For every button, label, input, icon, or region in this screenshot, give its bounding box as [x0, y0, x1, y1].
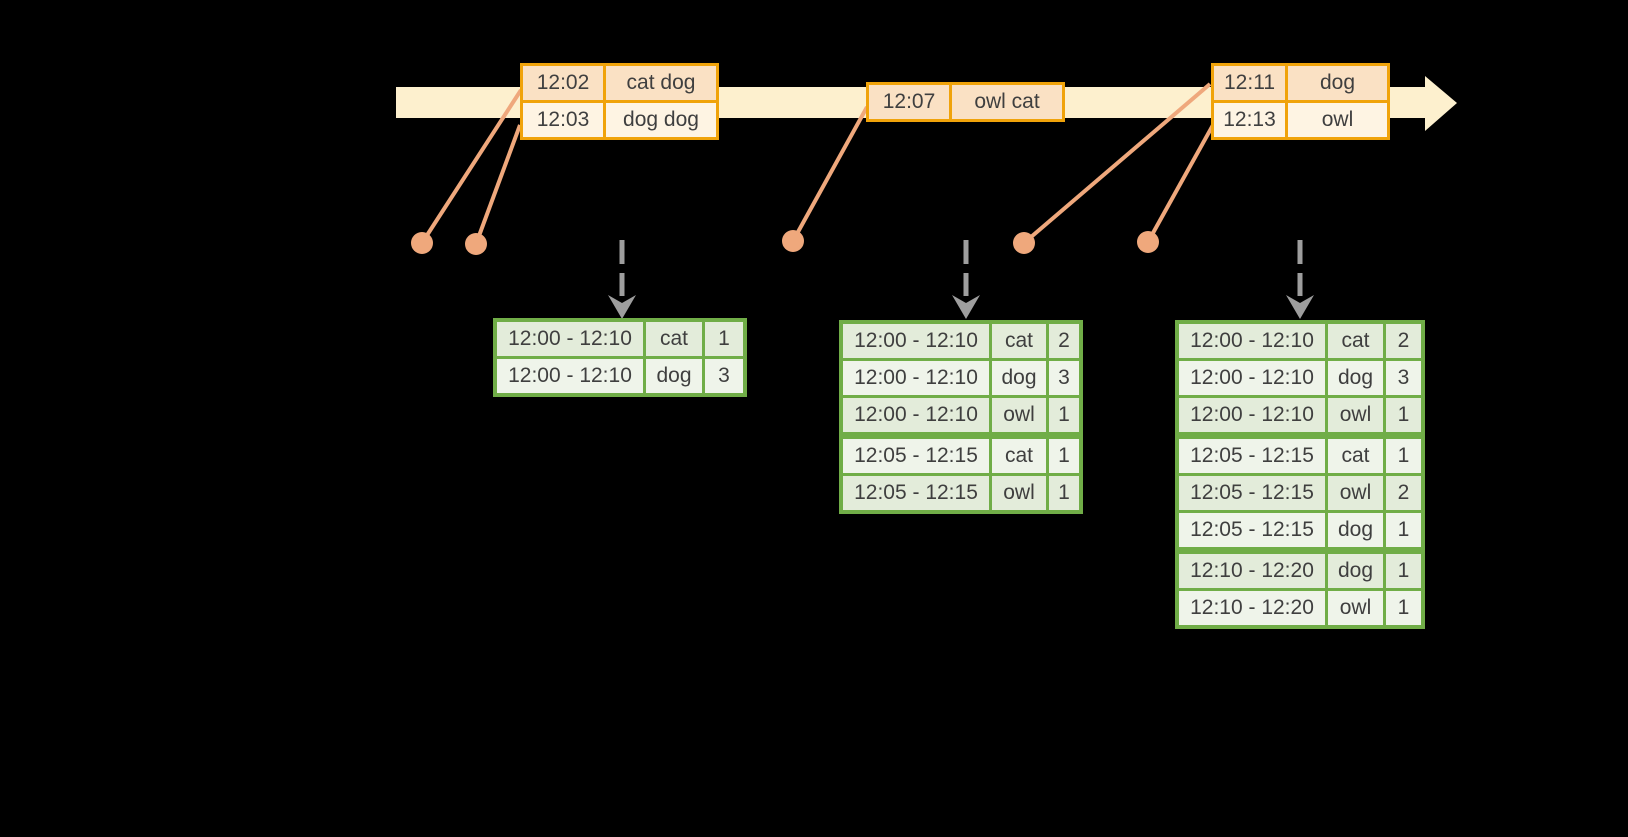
- result-window: 12:05 - 12:15: [1179, 476, 1325, 510]
- trigger-arrow-heads: [608, 295, 1314, 319]
- timeline-arrow-icon: [1425, 76, 1457, 131]
- event-words: dog dog: [606, 103, 716, 137]
- event-dot-icon: [1013, 232, 1035, 254]
- trigger-arrow-icon: [608, 295, 636, 319]
- event-connector-line: [420, 88, 523, 245]
- result-count: 3: [705, 359, 743, 393]
- result-count: 1: [1386, 554, 1421, 588]
- result-word: owl: [1328, 591, 1383, 625]
- event-time: 12:13: [1214, 103, 1285, 137]
- result-word: cat: [992, 324, 1046, 358]
- result-count: 1: [1386, 439, 1421, 473]
- result-window: 12:00 - 12:10: [497, 322, 643, 356]
- result-word: cat: [646, 322, 702, 356]
- result-count: 2: [1386, 324, 1421, 358]
- event-words: owl cat: [952, 85, 1062, 119]
- result-word: cat: [992, 439, 1046, 473]
- result-window: 12:10 - 12:20: [1179, 554, 1325, 588]
- result-count: 1: [1049, 398, 1079, 432]
- result-word: dog: [1328, 361, 1383, 395]
- event-words: cat dog: [606, 66, 716, 100]
- event-dots: [411, 230, 1159, 255]
- event-dot-icon: [1137, 231, 1159, 253]
- result-window: 12:00 - 12:10: [843, 324, 989, 358]
- result-window: 12:05 - 12:15: [843, 476, 989, 510]
- event-time: 12:03: [523, 103, 603, 137]
- result-count: 3: [1049, 361, 1079, 395]
- result-window: 12:05 - 12:15: [1179, 439, 1325, 473]
- result-count: 1: [705, 322, 743, 356]
- result-word: owl: [992, 476, 1046, 510]
- result-word: dog: [1328, 554, 1383, 588]
- result-count: 2: [1386, 476, 1421, 510]
- event-connector-line: [1022, 82, 1212, 245]
- result-word: dog: [646, 359, 702, 393]
- result-word: owl: [1328, 398, 1383, 432]
- event-dot-icon: [465, 233, 487, 255]
- result-count: 2: [1049, 324, 1079, 358]
- trigger-arrow-shafts: [619, 240, 1303, 296]
- result-count: 1: [1049, 476, 1079, 510]
- result-count: 1: [1386, 398, 1421, 432]
- result-word: owl: [992, 398, 1046, 432]
- event-connector-line: [474, 124, 522, 245]
- result-count: 1: [1386, 591, 1421, 625]
- result-window: 12:00 - 12:10: [1179, 398, 1325, 432]
- event-time: 12:02: [523, 66, 603, 100]
- result-window: 12:00 - 12:10: [1179, 324, 1325, 358]
- event-dot-icon: [411, 232, 433, 254]
- result-window: 12:00 - 12:10: [843, 398, 989, 432]
- result-window: 12:00 - 12:10: [1179, 361, 1325, 395]
- result-window: 12:10 - 12:20: [1179, 591, 1325, 625]
- event-connector-line: [791, 106, 869, 242]
- event-time: 12:11: [1214, 66, 1285, 100]
- result-word: dog: [992, 361, 1046, 395]
- event-dot-icon: [782, 230, 804, 252]
- result-count: 1: [1049, 439, 1079, 473]
- result-window: 12:00 - 12:10: [843, 361, 989, 395]
- result-count: 3: [1386, 361, 1421, 395]
- event-connector-line: [1146, 124, 1215, 243]
- result-window: 12:00 - 12:10: [497, 359, 643, 393]
- result-word: owl: [1328, 476, 1383, 510]
- event-time: 12:07: [869, 85, 949, 119]
- event-connector-lines: [420, 82, 1215, 245]
- trigger-arrow-icon: [1286, 295, 1314, 319]
- event-words: dog: [1288, 66, 1387, 100]
- result-word: cat: [1328, 439, 1383, 473]
- trigger-arrow-icon: [952, 295, 980, 319]
- result-window: 12:05 - 12:15: [843, 439, 989, 473]
- event-words: owl: [1288, 103, 1387, 137]
- result-window: 12:05 - 12:15: [1179, 513, 1325, 547]
- result-word: dog: [1328, 513, 1383, 547]
- result-count: 1: [1386, 513, 1421, 547]
- result-word: cat: [1328, 324, 1383, 358]
